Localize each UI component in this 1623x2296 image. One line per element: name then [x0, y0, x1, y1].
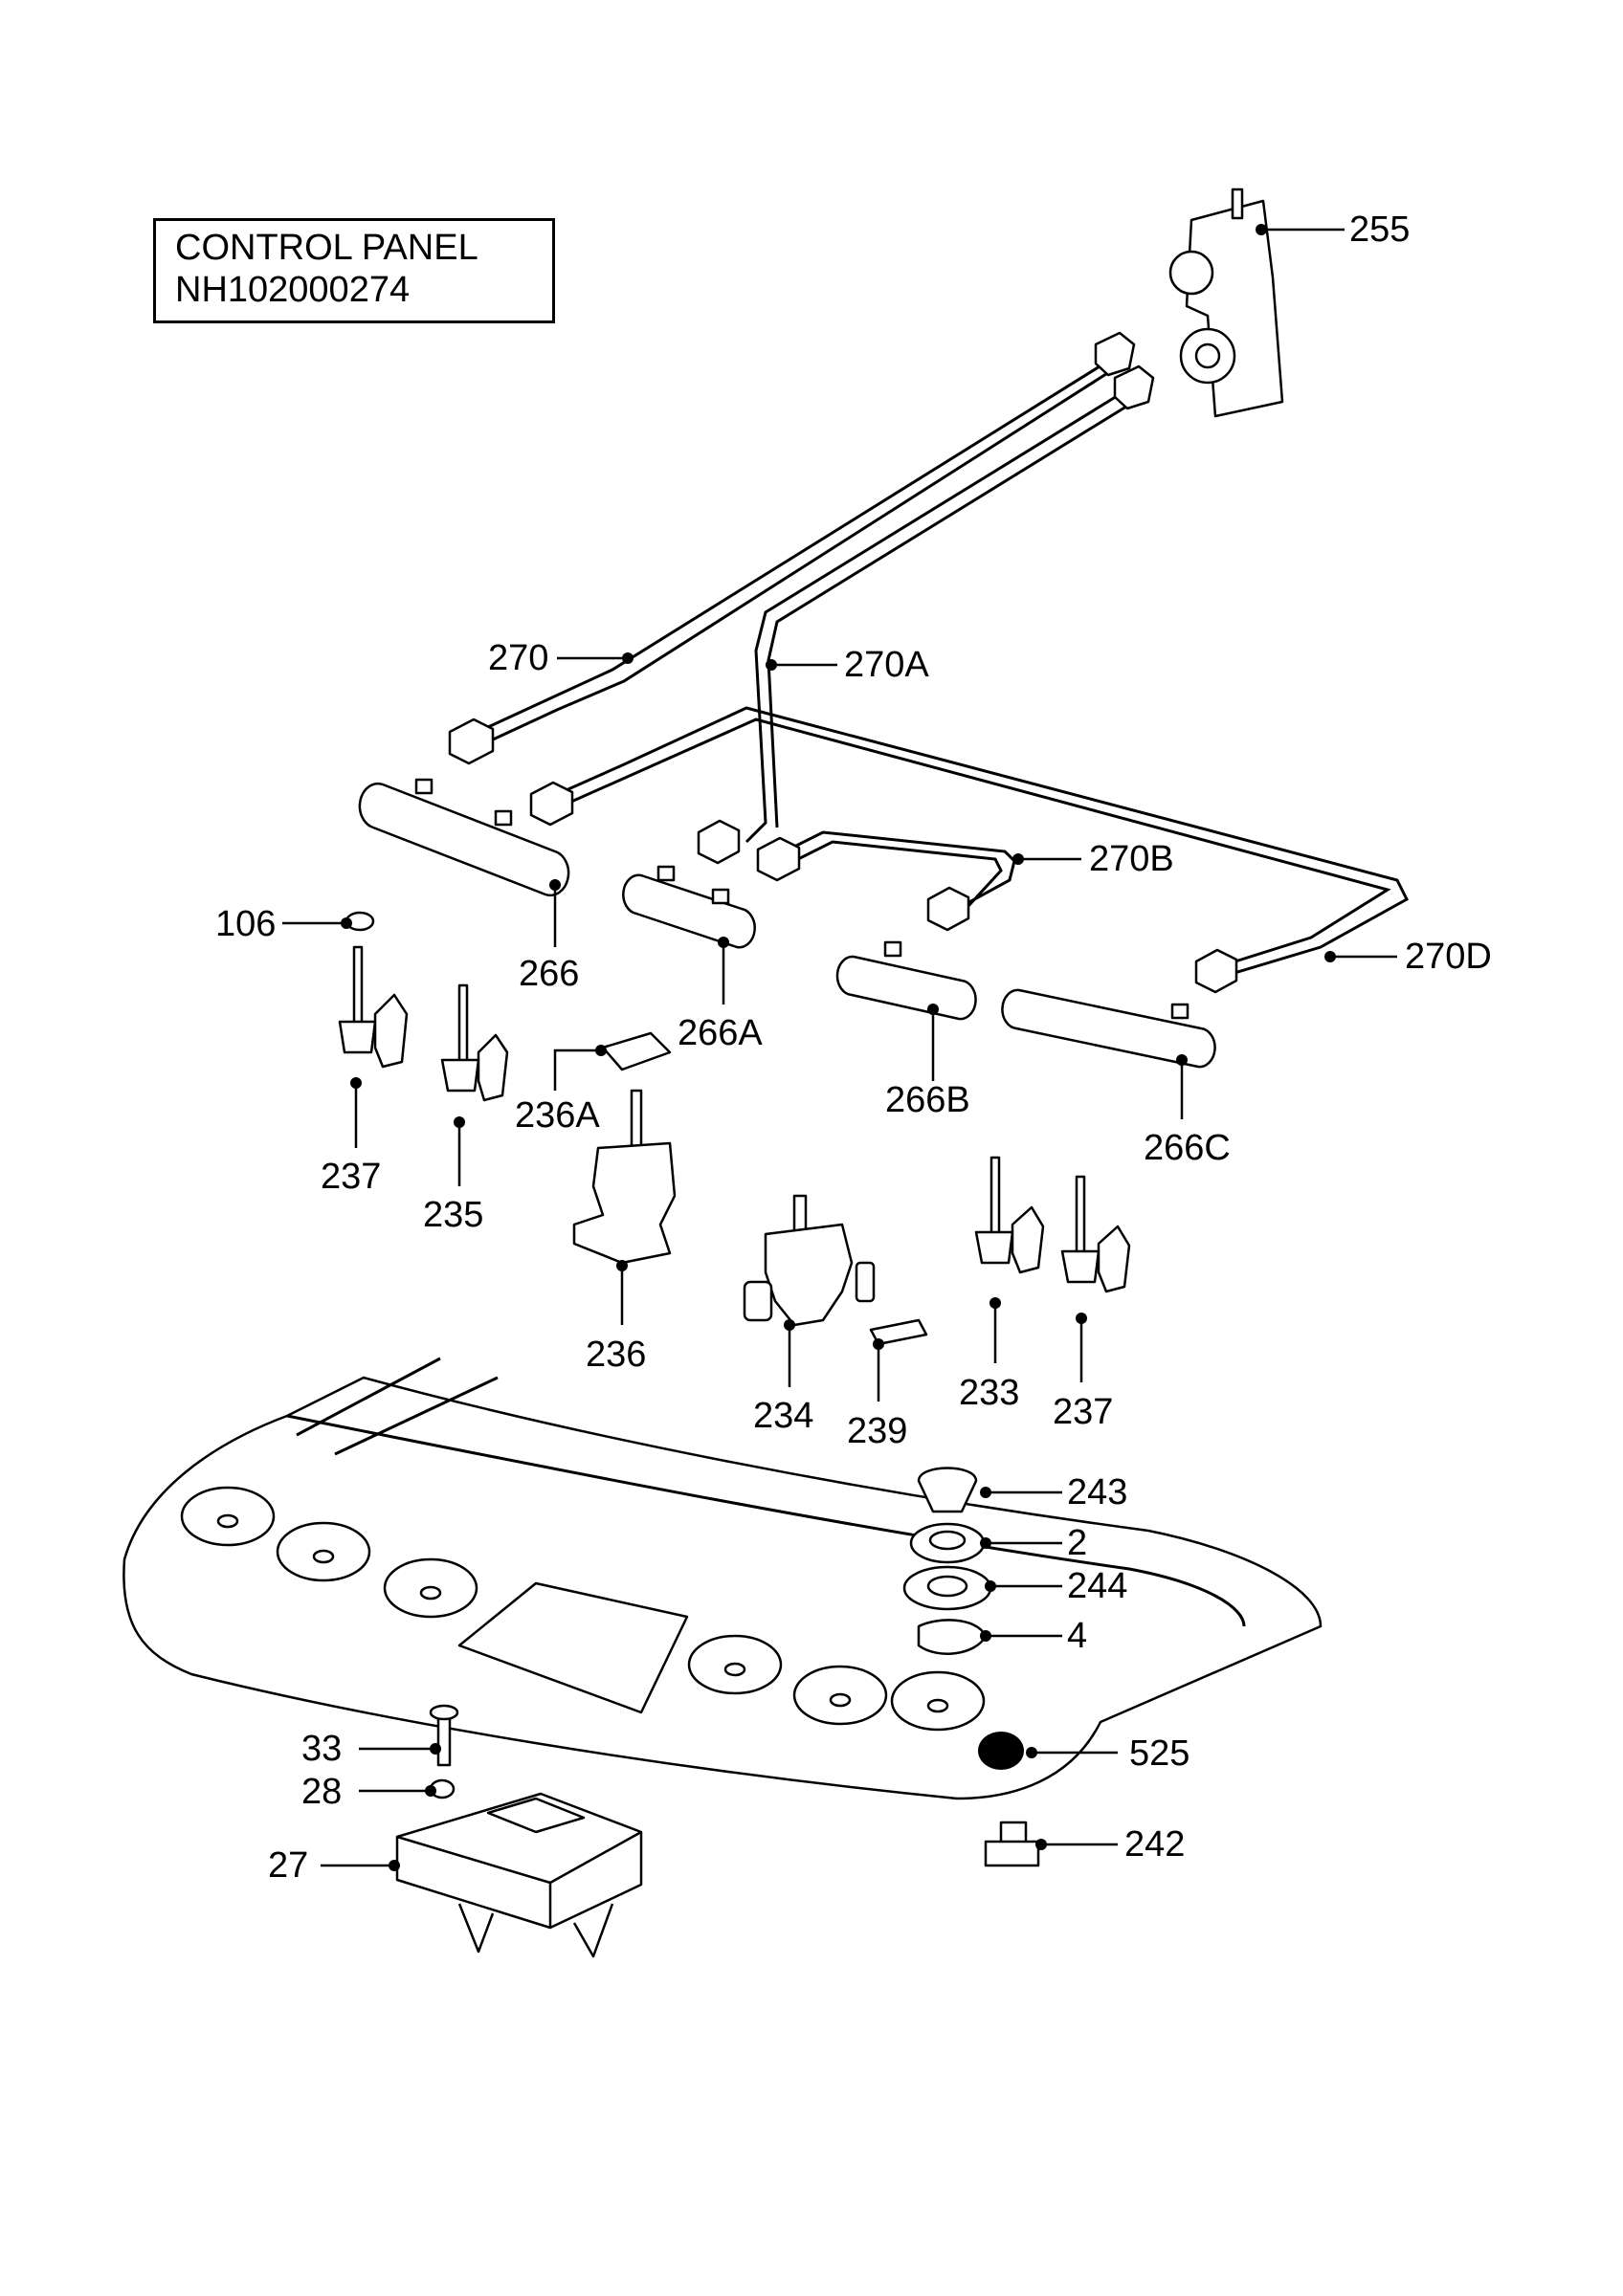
callout-266C: 266C [1144, 1128, 1231, 1168]
valve-taps [338, 911, 1131, 1346]
title-line-2: NH102000274 [175, 270, 411, 310]
callout-266A: 266A [678, 1013, 763, 1053]
callout-266B: 266B [885, 1080, 970, 1120]
title-line-1: CONTROL PANEL [175, 228, 478, 268]
callout-235: 235 [423, 1195, 483, 1235]
callout-237-right: 237 [1053, 1392, 1113, 1432]
timer-module [395, 1704, 643, 1958]
callout-270: 270 [488, 638, 548, 678]
callout-266: 266 [519, 954, 579, 994]
callout-2: 2 [1067, 1523, 1087, 1563]
leader-lines [282, 224, 1397, 1871]
manifold-tubes [358, 778, 1216, 1069]
callout-233: 233 [959, 1373, 1019, 1413]
callout-270D: 270D [1405, 937, 1492, 977]
callout-236: 236 [586, 1335, 646, 1375]
callout-106: 106 [215, 904, 276, 944]
callout-labels: 255 270 270A 270B 270D 266 266A 266B 266… [215, 210, 1492, 1886]
valve-255 [1168, 188, 1284, 418]
callout-525: 525 [1129, 1733, 1189, 1774]
callout-4: 4 [1067, 1616, 1087, 1656]
callout-270A: 270A [844, 645, 929, 685]
callout-33: 33 [301, 1729, 342, 1769]
callout-255: 255 [1349, 210, 1410, 250]
callout-28: 28 [301, 1772, 342, 1812]
callout-244: 244 [1067, 1566, 1127, 1606]
title-box: CONTROL PANEL NH102000274 [153, 218, 555, 323]
callout-27: 27 [268, 1845, 308, 1886]
control-panel-body [122, 1357, 1323, 1800]
callout-234: 234 [753, 1396, 813, 1436]
callout-242: 242 [1124, 1824, 1185, 1865]
switch-242 [984, 1821, 1040, 1867]
gas-pipes [448, 331, 1409, 994]
callout-236A: 236A [515, 1095, 600, 1136]
callout-270B: 270B [1089, 839, 1174, 879]
callout-239: 239 [847, 1411, 907, 1451]
callout-243: 243 [1067, 1472, 1127, 1512]
callout-237-left: 237 [321, 1157, 381, 1197]
